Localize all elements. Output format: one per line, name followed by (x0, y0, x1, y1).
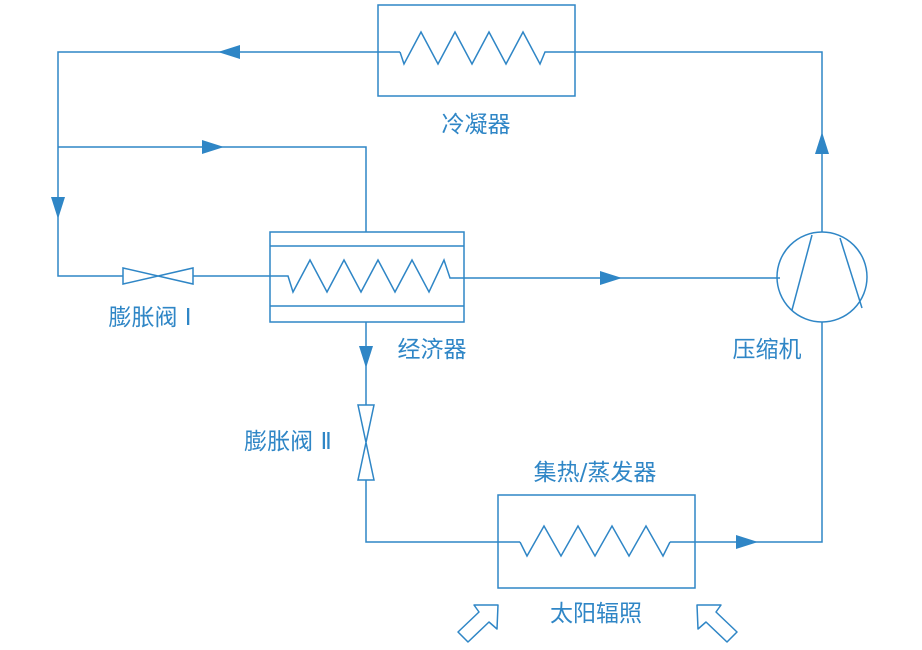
compressor-label: 压缩机 (733, 337, 802, 363)
condenser: 冷凝器 (377, 4, 576, 138)
pipe-valve2-to-evaporator (365, 480, 520, 543)
flow-arrows (51, 45, 829, 549)
flow-arrow-right-icon (202, 140, 224, 154)
flow-arrow-down-icon (51, 197, 65, 219)
economizer-label: 经济器 (398, 337, 467, 363)
pipe-evaporator-to-compressor (670, 322, 823, 543)
zigzag-coil-icon (270, 257, 464, 294)
expansion-valve-1-label: 膨胀阀 Ⅰ (108, 305, 191, 331)
compressor-blade-right (839, 237, 863, 309)
pipe-compressor-to-condenser (555, 51, 823, 232)
sun-ray-left-icon (457, 604, 499, 643)
compressor-circle (776, 231, 868, 323)
economizer-box (269, 231, 465, 323)
flow-arrow-right-icon (736, 535, 758, 549)
condenser-box (377, 4, 576, 97)
flow-arrow-right-icon (600, 271, 622, 285)
flow-arrow-left-icon (218, 45, 240, 59)
expansion-valve-2: 膨胀阀 Ⅱ (244, 404, 375, 481)
flow-arrow-down-icon (359, 346, 373, 368)
pipe-branch-to-economizer (58, 146, 367, 232)
compressor-blade-left (791, 234, 813, 311)
collector-evaporator-label: 集热/蒸发器 (534, 460, 657, 486)
pipe-condenser-to-valve1 (57, 51, 400, 277)
solar-radiation: 太阳辐照 (457, 601, 738, 643)
expansion-valve-1: 膨胀阀 Ⅰ (108, 267, 194, 331)
zigzag-coil-icon (519, 524, 671, 558)
valve-icon (122, 267, 194, 285)
sun-ray-right-icon (696, 604, 738, 643)
economizer: 经济器 (269, 231, 467, 363)
expansion-valve-2-label: 膨胀阀 Ⅱ (244, 429, 332, 455)
flow-arrow-up-icon (815, 132, 829, 154)
condenser-label: 冷凝器 (442, 112, 511, 138)
collector-evaporator-box (497, 494, 696, 589)
valve-icon (357, 404, 375, 481)
collector-evaporator: 集热/蒸发器 (497, 460, 696, 589)
solar-radiation-label: 太阳辐照 (550, 601, 642, 627)
piping (57, 51, 823, 543)
zigzag-coil-icon (399, 30, 555, 66)
compressor: 压缩机 (733, 231, 868, 363)
